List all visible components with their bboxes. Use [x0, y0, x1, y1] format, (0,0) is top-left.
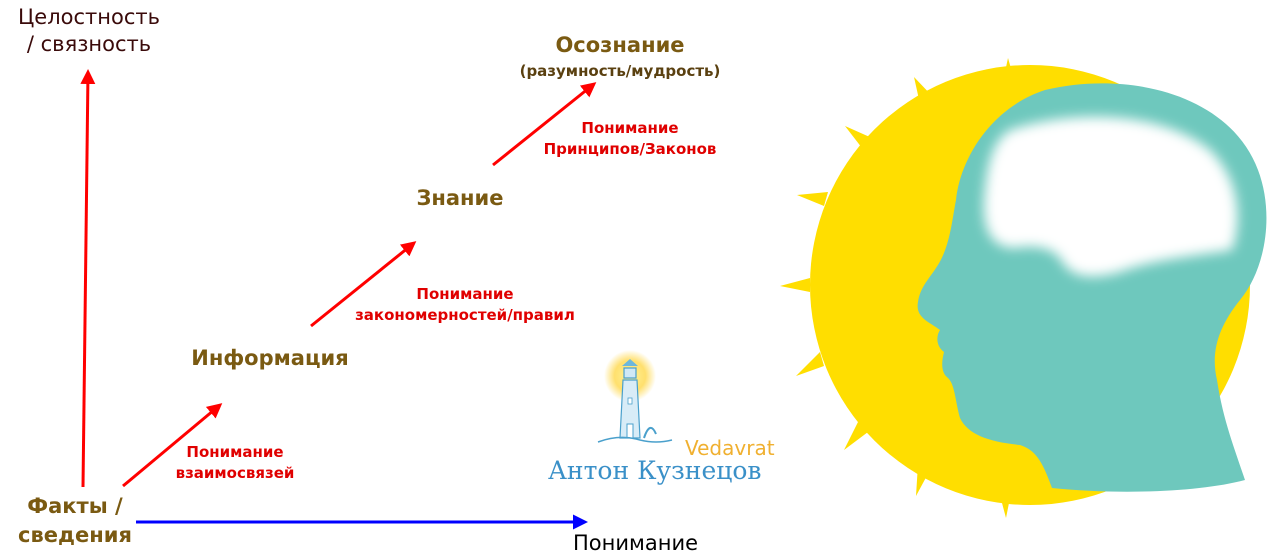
stage-information: Информация: [191, 346, 349, 370]
arrow-facts-to-information: [122, 403, 223, 488]
author-logo: Vedavrat Антон Кузнецов: [545, 350, 785, 495]
logo-author-name: Антон Кузнецов: [548, 456, 762, 485]
stage-awareness: Осознание: [555, 33, 685, 57]
y-axis-label-line2: / связность: [26, 32, 152, 56]
transition-2-line1: Понимание: [416, 285, 514, 303]
y-axis-arrow: [80, 69, 96, 488]
transition-label-3: Понимание Принципов/Законов: [520, 118, 740, 160]
transition-label-1: Понимание взаимосвязей: [150, 442, 320, 484]
lighthouse-icon: [597, 350, 673, 443]
stage-awareness-sublabel: (разумность/мудрость): [519, 62, 721, 80]
transition-3-line1: Понимание: [581, 119, 679, 137]
transition-2-line2: закономерностей/правил: [355, 306, 575, 324]
transition-1-line2: взаимосвязей: [175, 464, 295, 482]
stage-facts: Факты / сведения: [0, 492, 150, 550]
y-axis-label: Целостность / связность: [14, 4, 164, 58]
logo-brand: Vedavrat: [685, 436, 775, 460]
stage-facts-line2: сведения: [18, 523, 132, 547]
transition-3-line2: Принципов/Законов: [543, 140, 717, 158]
brain-shape: [983, 116, 1238, 277]
transition-label-2: Понимание закономерностей/правил: [325, 284, 605, 326]
x-axis-label: Понимание: [573, 531, 699, 555]
y-axis-label-line1: Целостность: [17, 5, 160, 29]
transition-1-line1: Понимание: [186, 443, 284, 461]
stage-knowledge: Знание: [416, 186, 504, 210]
arrow-knowledge-to-awareness: [492, 82, 597, 167]
sun-head-brain-icon: [780, 58, 1267, 518]
stage-facts-line1: Факты /: [27, 494, 123, 518]
arrow-information-to-knowledge: [310, 241, 417, 328]
